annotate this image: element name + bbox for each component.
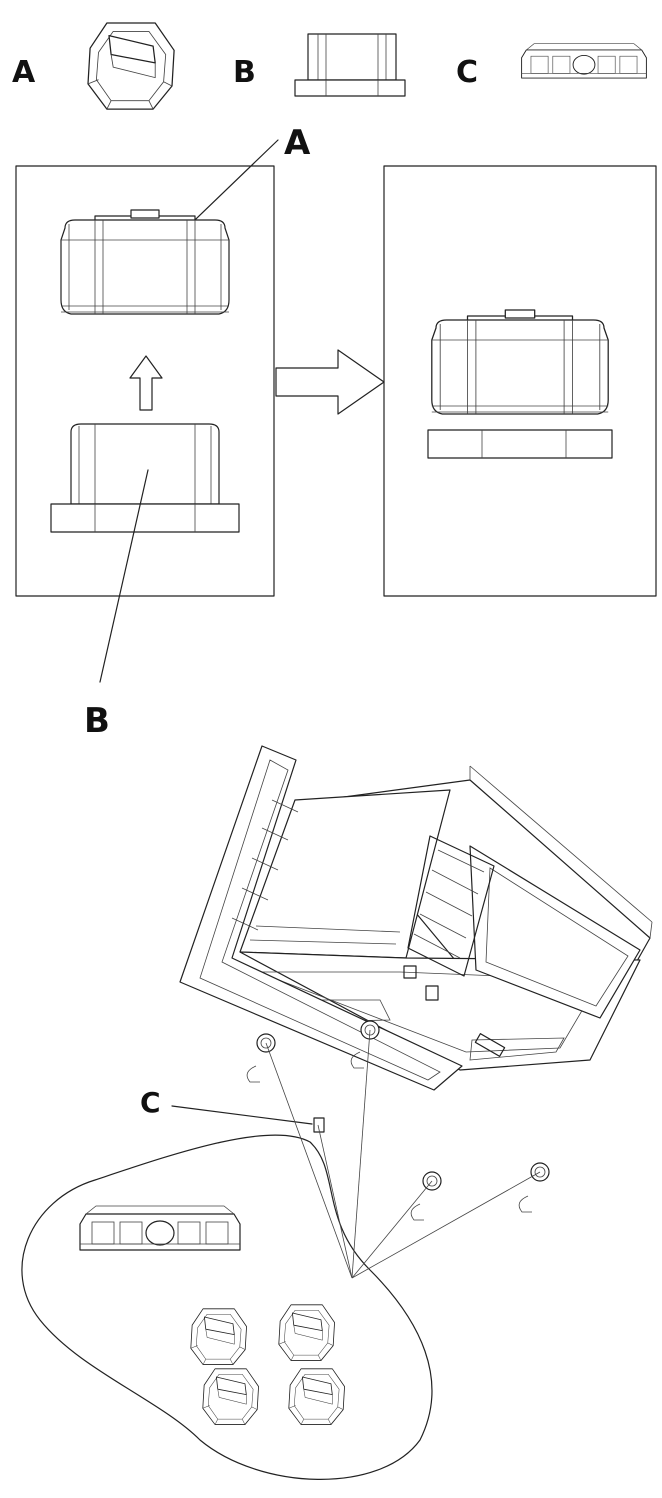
foot-a-loose-3 [202, 1368, 259, 1425]
foot-a-loose-1 [190, 1308, 247, 1365]
foot-a-loose-2 [278, 1304, 335, 1361]
assembled-foot [427, 309, 613, 459]
part-a-label: A [12, 55, 36, 90]
callout-c-leader [171, 1105, 313, 1125]
right-arrow-icon [275, 349, 385, 415]
leader-lines [265, 1029, 541, 1279]
after-panel [383, 165, 657, 597]
before-panel [15, 165, 275, 597]
part-b-icon [294, 33, 406, 97]
callout-a-label: A [284, 123, 311, 163]
callout-b-leader [99, 469, 149, 683]
part-c-label: C [456, 55, 478, 90]
part-c-loose [79, 1205, 241, 1251]
up-arrow-icon [129, 355, 163, 411]
foot-b-side-view [50, 423, 240, 533]
microwave-underside [179, 745, 653, 1221]
callout-b-label: B [84, 701, 110, 741]
part-b-label: B [233, 55, 256, 90]
parts-bag-outline [21, 1134, 433, 1480]
foot-a-loose-4 [288, 1368, 345, 1425]
callout-c-label: C [140, 1086, 161, 1119]
part-a-icon [87, 22, 175, 110]
foot-a-side-view [60, 209, 230, 315]
part-c-icon [521, 43, 647, 79]
